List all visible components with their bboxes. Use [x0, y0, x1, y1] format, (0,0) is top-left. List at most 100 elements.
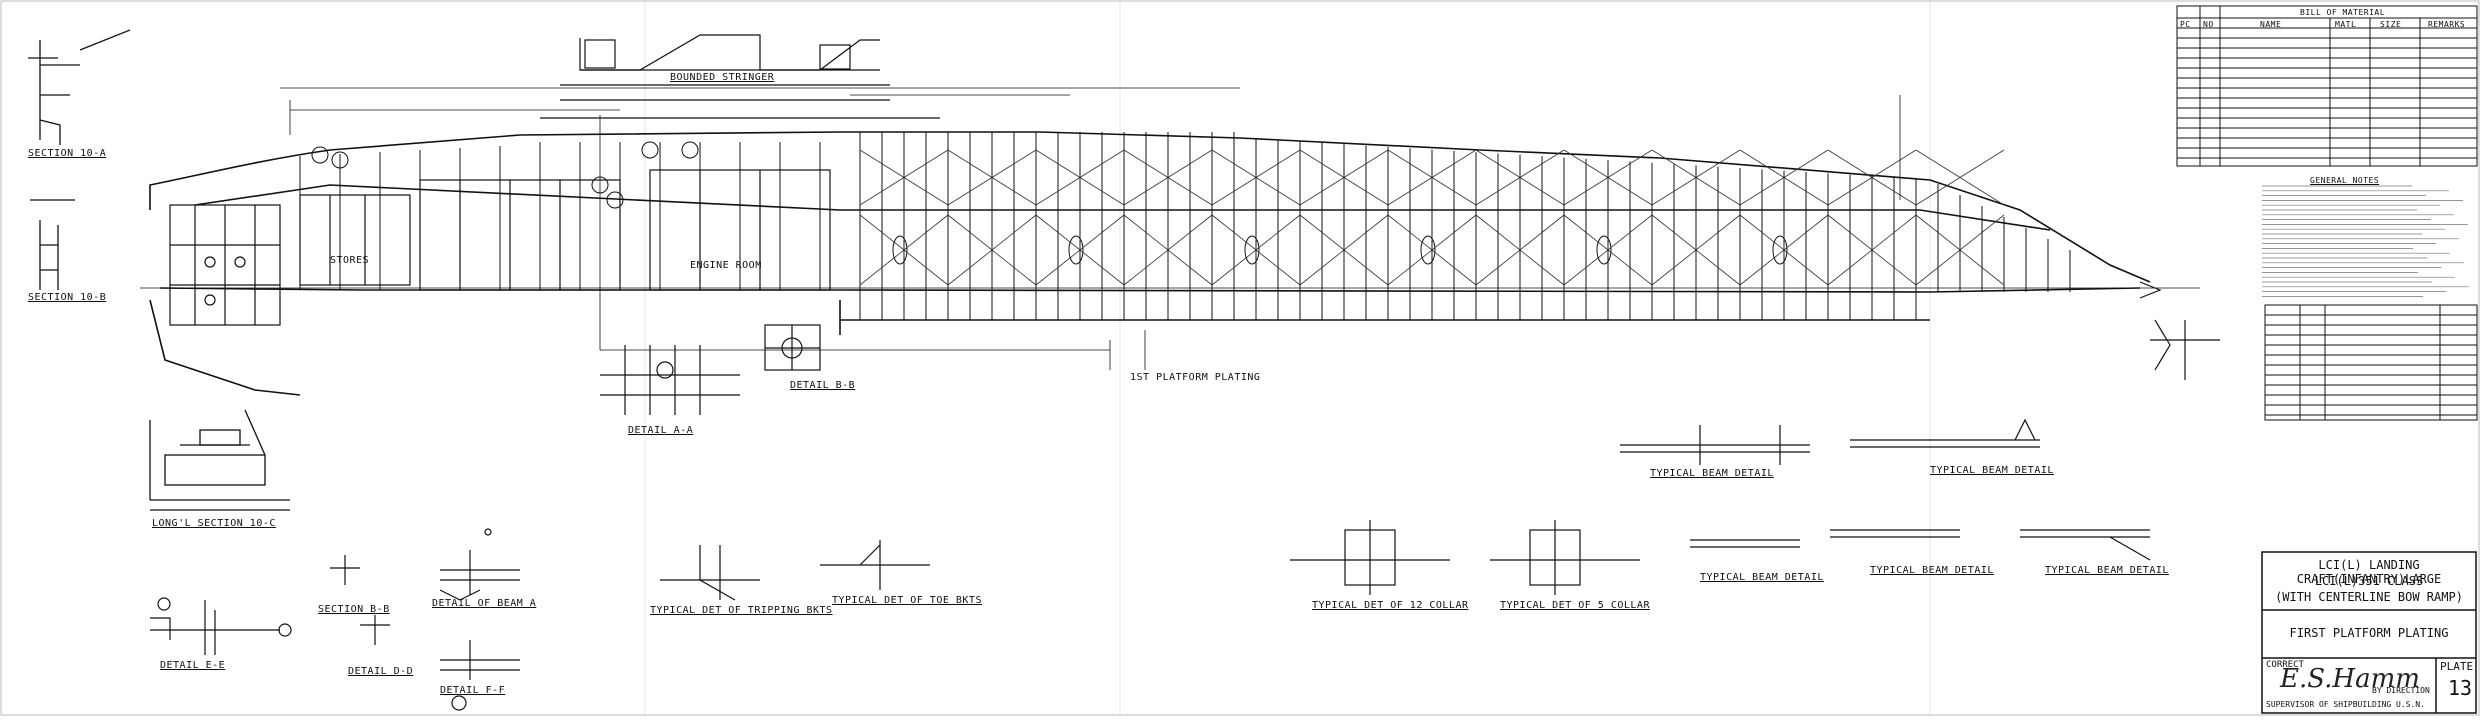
detail-ee-drawing [150, 597, 292, 655]
sheet-fold-lines [644, 0, 1931, 716]
detail-ee-label: DETAIL E-E [160, 660, 226, 671]
section-10b-label: SECTION 10-B [28, 292, 107, 303]
typical-beam-detail-label-3: TYPICAL BEAM DETAIL [1700, 572, 1824, 583]
brace-line [1827, 149, 1917, 206]
typical-collar-5-label: TYPICAL DET OF 5 COLLAR [1500, 600, 1650, 611]
typical-beam-detail-label-1: TYPICAL BEAM DETAIL [1650, 468, 1774, 479]
general-notes-text-lines [2262, 185, 2469, 297]
title-block: LCI(L) LANDING CRAFT(INFANTRY)LARGE LCI(… [2262, 552, 2476, 713]
plate-label: PLATE [2440, 660, 2474, 673]
brace-line [1211, 214, 1301, 286]
brace-line [1739, 214, 1829, 286]
brace-line [1035, 149, 1125, 206]
drawing-title: FIRST PLATFORM PLATING [2289, 626, 2449, 640]
dimension-lines [140, 87, 2200, 370]
brace-line [947, 149, 1037, 206]
typical-collar-12-label: TYPICAL DET OF 12 COLLAR [1312, 600, 1469, 611]
lightening-hole [1244, 235, 1260, 265]
detail-beam-a-label: DETAIL OF BEAM A [432, 598, 537, 609]
bounded-stringer-label: BOUNDED STRINGER [670, 72, 775, 83]
brace-line [1475, 214, 1565, 286]
revision-table [2264, 304, 2478, 421]
section-10c-drawing [149, 409, 290, 511]
brace-line [1123, 149, 1213, 206]
lightening-hole [311, 146, 329, 164]
title-line-3: (WITH CENTERLINE BOW RAMP) [2275, 590, 2463, 604]
brace-line [859, 214, 949, 286]
lightening-holes [311, 141, 1788, 265]
bow-detail-drawing [2139, 281, 2220, 380]
title-block-frame [2261, 551, 2477, 714]
signature: E.S.Hamm [2280, 664, 2420, 694]
correct-label: CORRECT [2266, 660, 2304, 670]
brace-line [1739, 149, 1829, 206]
tripping-and-toe-bracket-details [660, 540, 930, 601]
detail-ff-label: DETAIL F-F [440, 685, 506, 696]
typical-beam-detail-label-5: TYPICAL BEAM DETAIL [2045, 565, 2169, 576]
general-notes-title: GENERAL NOTES [2310, 176, 2380, 185]
bom-col-pc: PC [2180, 20, 2191, 29]
brace-line [1915, 149, 2005, 206]
lightening-hole [1596, 235, 1612, 265]
collar-details [1290, 520, 1640, 595]
diagonal-bracing [859, 149, 2005, 286]
stores-label: STORES [330, 255, 370, 266]
plate-number: 13 [2448, 676, 2473, 700]
bom-col-name: NAME [2260, 20, 2282, 29]
lightening-hole [892, 235, 908, 265]
brace-line [1387, 214, 1477, 286]
detail-dd-label: DETAIL D-D [348, 666, 414, 677]
section-10a-drawing [28, 29, 131, 145]
brace-line [859, 149, 949, 206]
title-line-1: LCI(L) LANDING CRAFT(INFANTRY)LARGE [2296, 558, 2442, 586]
brace-line [1035, 214, 1125, 286]
lightening-hole [681, 141, 699, 159]
brace-line [1651, 149, 1741, 206]
section-bb-label: SECTION B-B [318, 604, 390, 615]
lower-left-details [330, 528, 520, 711]
lightening-hole [1420, 235, 1436, 265]
detail-bb-drawing [764, 324, 821, 371]
section-10a-label: SECTION 10-A [28, 148, 107, 159]
bom-title: BILL OF MATERIAL [2300, 8, 2386, 17]
section-10b-drawing [30, 199, 75, 290]
supervisor-label: SUPERVISOR OF SHIPBUILDING U.S.N. [2266, 700, 2425, 709]
bom-col-matl: MATL [2335, 20, 2357, 29]
brace-line [1563, 149, 1653, 206]
lightening-hole [1068, 235, 1084, 265]
by-direction-label: BY DIRECTION [2372, 686, 2430, 695]
typical-toe-label: TYPICAL DET OF TOE BKTS [832, 595, 982, 606]
bom-col-no: NO [2203, 20, 2214, 29]
typical-beam-detail-label-2: TYPICAL BEAM DETAIL [1930, 465, 2054, 476]
detail-aa-label: DETAIL A-A [628, 425, 694, 436]
engine-room-label: ENGINE ROOM [690, 260, 762, 271]
brace-line [1827, 214, 1917, 286]
lightening-hole [1772, 235, 1788, 265]
lightening-hole [331, 151, 349, 169]
brace-line [1123, 214, 1213, 286]
brace-line [1299, 214, 1389, 286]
typical-tripping-label: TYPICAL DET OF TRIPPING BKTS [650, 605, 833, 616]
detail-bb-label: DETAIL B-B [790, 380, 856, 391]
lightening-hole [641, 141, 659, 159]
frame-lines [299, 132, 2071, 320]
lightening-hole [606, 191, 624, 209]
bom-col-remarks: REMARKS [2428, 20, 2466, 29]
brace-line [1475, 149, 1565, 206]
section-10c-label: LONG'L SECTION 10-C [152, 518, 276, 529]
brace-line [1211, 149, 1301, 206]
brace-line [1563, 214, 1653, 286]
typical-beam-details [1620, 418, 2151, 561]
brace-line [1387, 149, 1477, 206]
brace-line [1651, 214, 1741, 286]
typical-beam-detail-label-4: TYPICAL BEAM DETAIL [1870, 565, 1994, 576]
detail-aa-drawing [600, 345, 740, 415]
platform-plating-label: 1st PLATFORM PLATING [1130, 372, 1261, 383]
bounded-stringer-detail [540, 34, 940, 119]
brace-line [1915, 214, 2005, 286]
title-line-2: LCI(L)351 CLASS [2314, 574, 2424, 588]
aft-section-structure [169, 169, 831, 326]
